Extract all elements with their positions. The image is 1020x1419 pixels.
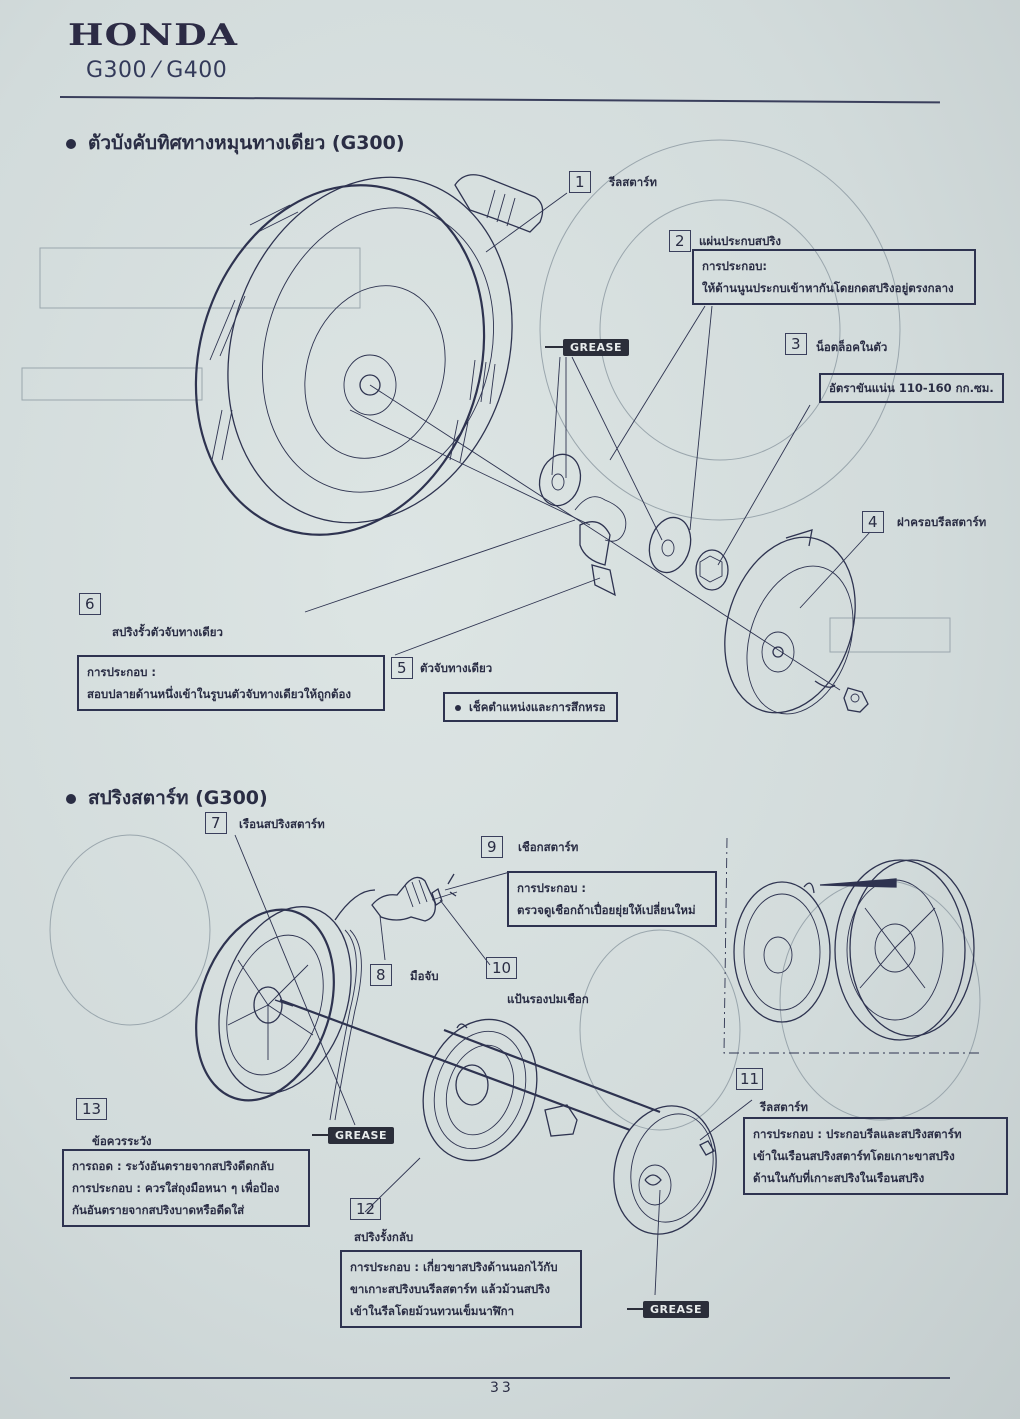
callout-label-5: ตัวจับทางเดียว bbox=[420, 661, 493, 675]
assembly-note-6: การประกอบ : สอบปลายด้านหนึ่งเข้าในรูบนตั… bbox=[77, 655, 385, 711]
note-line: อัตราขันแน่น 110-160 กก.ซม. bbox=[829, 381, 994, 395]
grease-marker: GREASE bbox=[545, 336, 629, 356]
grease-gun-nozzle-icon bbox=[627, 1307, 643, 1310]
grease-gun-nozzle-icon bbox=[545, 345, 563, 348]
callout-number-5: 5 bbox=[391, 657, 413, 679]
starter-grip-drawing bbox=[371, 871, 511, 922]
callout-number-10: 10 bbox=[486, 957, 518, 979]
assembly-note-9: การประกอบ : ตรวจดูเชือกถ้าเปื่อยยุ่ยให้เ… bbox=[507, 871, 717, 927]
callout-label-2: แผ่นประกบสปริง bbox=[699, 234, 782, 248]
note-line: ตรวจดูเชือกถ้าเปื่อยยุ่ยให้เปลี่ยนใหม่ bbox=[517, 903, 696, 917]
assembly-note-11: การประกอบ : ประกอบรีลและสปริงสตาร์ท เข้า… bbox=[743, 1117, 1008, 1195]
brand-logo: HONDA bbox=[68, 18, 239, 53]
grease-tag: GREASE bbox=[328, 1127, 394, 1144]
note-line: การประกอบ : bbox=[87, 665, 157, 679]
leader-lines-section2 bbox=[234, 834, 753, 1296]
callout-number-9: 9 bbox=[481, 836, 503, 858]
callout-number-12: 12 bbox=[350, 1198, 382, 1220]
callout-number-6: 6 bbox=[79, 593, 101, 615]
note-line: เข้าในเรือนสปริงสตาร์ทโดยเกาะขาสปริง bbox=[753, 1149, 955, 1163]
callout-number-11: 11 bbox=[736, 1068, 764, 1090]
callout-number-13: 13 bbox=[76, 1098, 108, 1120]
note-line: การประกอบ : ประกอบรีลและสปริงสตาร์ท bbox=[753, 1127, 962, 1141]
callout-number-3: 3 bbox=[785, 333, 807, 355]
recoil-starter-housing-drawing bbox=[194, 174, 841, 691]
callout-label-8: มือจับ bbox=[410, 969, 439, 983]
note-line: การประกอบ : ควรใส่ถุงมือหนา ๆ เพื่อป้อง bbox=[72, 1181, 280, 1195]
note-line: กันอันตรายจากสปริงบาดหรือดีดใส่ bbox=[72, 1203, 245, 1217]
spring-assembly-inset bbox=[723, 837, 982, 1054]
grease-tag: GREASE bbox=[563, 339, 629, 356]
callout-label-11: รีลสตาร์ท bbox=[760, 1100, 808, 1114]
note-line: เข้าในรีลโดยม้วนทวนเข็มนาฬิกา bbox=[350, 1304, 515, 1318]
note-line: การประกอบ : เกี่ยวขาสปริงด้านนอกไว้กับ bbox=[350, 1260, 558, 1274]
callout-number-7: 7 bbox=[205, 812, 227, 834]
assembly-note-2: การประกอบ: ให้ด้านนูนประกบเข้าหากันโดยกด… bbox=[692, 249, 976, 305]
grease-marker: GREASE bbox=[627, 1298, 709, 1318]
callout-label-9: เชือกสตาร์ท bbox=[518, 840, 579, 854]
callout-label-6: สปริงรั้วตัวจับทางเดียว bbox=[112, 625, 223, 639]
callout-label-12: สปริงรั้งกลับ bbox=[354, 1230, 414, 1244]
inspection-note-5: เช็คตำแหน่งและการสึกหรอ bbox=[443, 692, 618, 722]
note-line: การถอด : ระวังอันตรายจากสปริงดีดกลับ bbox=[72, 1159, 275, 1173]
section1-title: ตัวบังคับทิศทางหมุนทางเดียว (G300) bbox=[88, 132, 405, 154]
callout-number-8: 8 bbox=[370, 964, 392, 986]
note-line: ให้ด้านนูนประกบเข้าหากันโดยกดสปริงอยู่ตร… bbox=[702, 281, 954, 295]
bullet-icon bbox=[455, 704, 461, 711]
model-title: G300 ⁄ G400 bbox=[86, 58, 228, 83]
footer-divider bbox=[70, 1377, 950, 1379]
callout-label-4: ฝาครอบรีลสตาร์ท bbox=[897, 515, 987, 529]
starter-reel-drawing bbox=[613, 1105, 717, 1235]
callout-number-2: 2 bbox=[669, 230, 691, 252]
section1-heading: ตัวบังคับทิศทางหมุนทางเดียว (G300) bbox=[66, 128, 405, 158]
ratchet-parts-drawing bbox=[538, 453, 729, 597]
caution-note-13: การถอด : ระวังอันตรายจากสปริงดีดกลับ การ… bbox=[62, 1149, 310, 1227]
note-line: ด้านในกับที่เกาะสปริงในเรือนสปริง bbox=[753, 1171, 925, 1185]
section2-heading: สปริงสตาร์ท (G300) bbox=[66, 783, 268, 813]
return-spring-drawing bbox=[422, 1018, 578, 1162]
callout-label-3: น็อตล็อคในตัว bbox=[816, 340, 888, 354]
callout-number-1: 1 bbox=[569, 171, 591, 193]
callout-number-4: 4 bbox=[862, 511, 884, 533]
page-number: 33 bbox=[490, 1380, 514, 1396]
note-line: เช็คตำแหน่งและการสึกหรอ bbox=[469, 700, 606, 714]
note-line: การประกอบ : bbox=[517, 881, 587, 895]
callout-label-13: ข้อควรระวัง bbox=[92, 1134, 152, 1148]
assembly-note-12: การประกอบ : เกี่ยวขาสปริงด้านนอกไว้กับ ข… bbox=[340, 1250, 582, 1328]
callout-label-1: รีลสตาร์ท bbox=[609, 175, 657, 189]
grease-marker: GREASE bbox=[312, 1124, 394, 1144]
bullet-icon bbox=[66, 793, 76, 804]
bullet-icon bbox=[66, 138, 76, 149]
bleed-through-ghost bbox=[21, 139, 981, 1131]
note-line: ขาเกาะสปริงบนรีลสตาร์ท แล้วม้วนสปริง bbox=[350, 1282, 550, 1296]
note-line: สอบปลายด้านหนึ่งเข้าในรูบนตัวจับทางเดียว… bbox=[87, 687, 352, 701]
spring-housing-drawing bbox=[195, 889, 376, 1121]
grease-gun-nozzle-icon bbox=[312, 1133, 328, 1136]
section2-title: สปริงสตาร์ท (G300) bbox=[88, 787, 268, 809]
callout-label-7: เรือนสปริงสตาร์ท bbox=[239, 817, 325, 831]
note-line: การประกอบ: bbox=[702, 259, 768, 273]
leader-lines-section1 bbox=[304, 192, 871, 656]
starter-cover-drawing bbox=[724, 529, 869, 715]
callout-label-10: แป้นรองปมเชือก bbox=[507, 992, 589, 1006]
grease-tag: GREASE bbox=[643, 1301, 709, 1318]
torque-note-3: อัตราขันแน่น 110-160 กก.ซม. bbox=[819, 373, 1004, 403]
